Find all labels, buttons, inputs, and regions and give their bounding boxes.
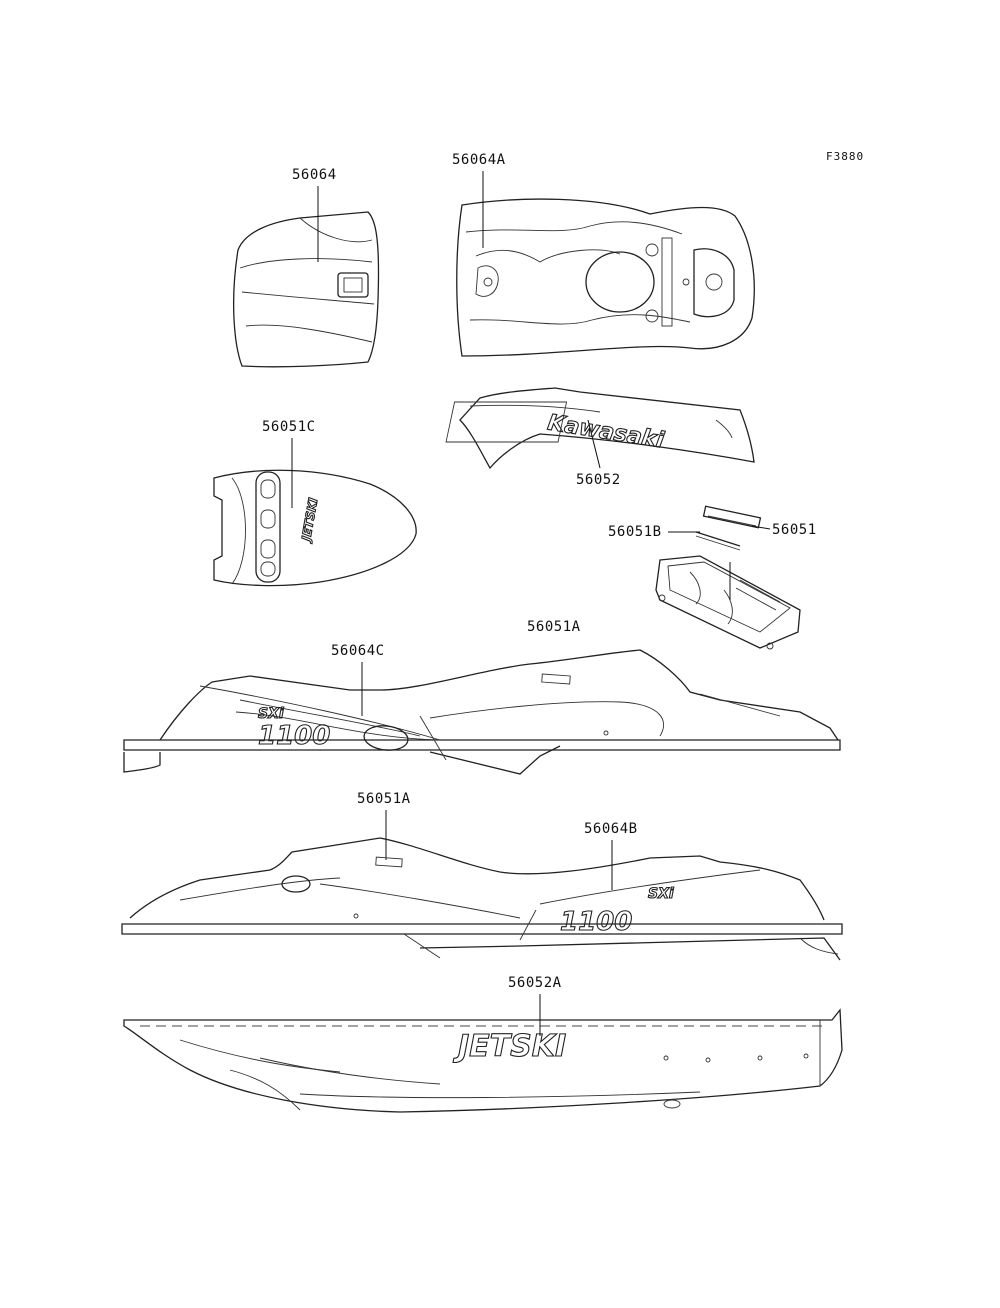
right-model-number: 1100 <box>560 907 632 937</box>
hood-front-part <box>232 211 380 368</box>
callout-right-side-part: 56051A <box>357 791 411 807</box>
side-panel-part: Kawasaki <box>445 387 755 470</box>
callout-small-decal: 56051 <box>772 522 817 538</box>
leader-side-panel <box>587 419 601 469</box>
callout-bow-deck: 56051C <box>262 419 316 435</box>
left-model-number: 1100 <box>258 721 330 751</box>
left-badge: SXi <box>258 706 284 722</box>
callout-side-panel: 56052 <box>576 472 621 488</box>
callout-deck-top: 56064A <box>452 152 506 168</box>
callout-small-decal-b: 56051B <box>608 524 662 540</box>
deck-top-part <box>456 198 755 357</box>
hull-part: JETSKI <box>123 1008 843 1113</box>
right-side-part: SXi 1100 <box>121 837 843 961</box>
storage-box-part <box>655 555 801 650</box>
callout-right-side: 56064B <box>584 821 638 837</box>
small-decal-part <box>695 505 762 551</box>
right-badge: SXi <box>648 886 674 902</box>
hull-logo: JETSKI <box>453 1029 566 1064</box>
left-side-part: SXi 1100 <box>123 649 841 775</box>
figure-code: F3880 <box>826 150 864 163</box>
callout-hood-front: 56064 <box>292 167 337 183</box>
bow-logo: JETSKI <box>299 496 321 544</box>
callout-left-side: 56064C <box>331 643 385 659</box>
callout-hull: 56052A <box>508 975 562 991</box>
leader-small-decal <box>751 525 771 530</box>
brand-decal: Kawasaki <box>546 411 666 454</box>
bow-deck-part: JETSKI <box>213 469 417 587</box>
callout-seat-part: 56051A <box>527 619 581 635</box>
